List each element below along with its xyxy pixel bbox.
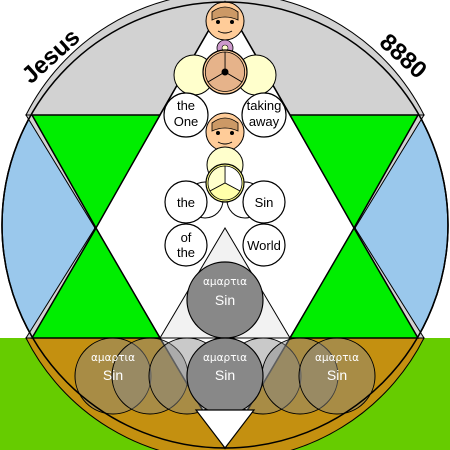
word-the-3: the bbox=[177, 245, 195, 260]
circle-the bbox=[164, 180, 208, 224]
word-world: World bbox=[247, 238, 281, 253]
circle-the-one bbox=[163, 92, 209, 138]
word-one: One bbox=[174, 114, 199, 129]
circle-of-the bbox=[164, 223, 208, 267]
sin-circle-center: αμαρτια Sin bbox=[186, 261, 264, 339]
circle-taking-away bbox=[241, 92, 287, 138]
bottom-tip bbox=[194, 409, 256, 449]
sin-circle-right-greek: αμαρτια bbox=[315, 352, 359, 364]
bottom-sin-row: αμαρτια Sin αμαρτια Sin αμαρτια Sin bbox=[74, 337, 376, 415]
word-the-2: the bbox=[177, 195, 195, 210]
circle-world bbox=[242, 223, 286, 267]
green-triangle-left-upper bbox=[30, 114, 162, 230]
sin-circle-middle-label: Sin bbox=[215, 367, 235, 383]
upper-trefoil bbox=[173, 49, 277, 96]
word-sin: Sin bbox=[255, 195, 274, 210]
middle-face-icon bbox=[205, 112, 245, 152]
sin-circle-left-greek: αμαρτια bbox=[91, 352, 135, 364]
green-triangle-right-lower bbox=[288, 226, 420, 339]
lower-trefoil bbox=[186, 146, 264, 219]
sin-circle-center-label: Sin bbox=[215, 292, 235, 308]
word-of: of bbox=[181, 230, 192, 245]
sin-circle-center-greek: αμαρτια bbox=[203, 276, 247, 288]
top-face-icon bbox=[205, 1, 245, 41]
green-triangle-left-lower bbox=[30, 226, 162, 339]
word-the: the bbox=[177, 98, 195, 113]
sin-circle-left-label: Sin bbox=[103, 367, 123, 383]
word-taking: taking bbox=[247, 98, 282, 113]
circle-sin-word bbox=[242, 180, 286, 224]
sin-circle-middle-greek: αμαρτια bbox=[203, 352, 247, 364]
sin-circle-right-label: Sin bbox=[327, 367, 347, 383]
green-triangle-right-upper bbox=[288, 114, 420, 230]
word-away: away bbox=[249, 114, 280, 129]
